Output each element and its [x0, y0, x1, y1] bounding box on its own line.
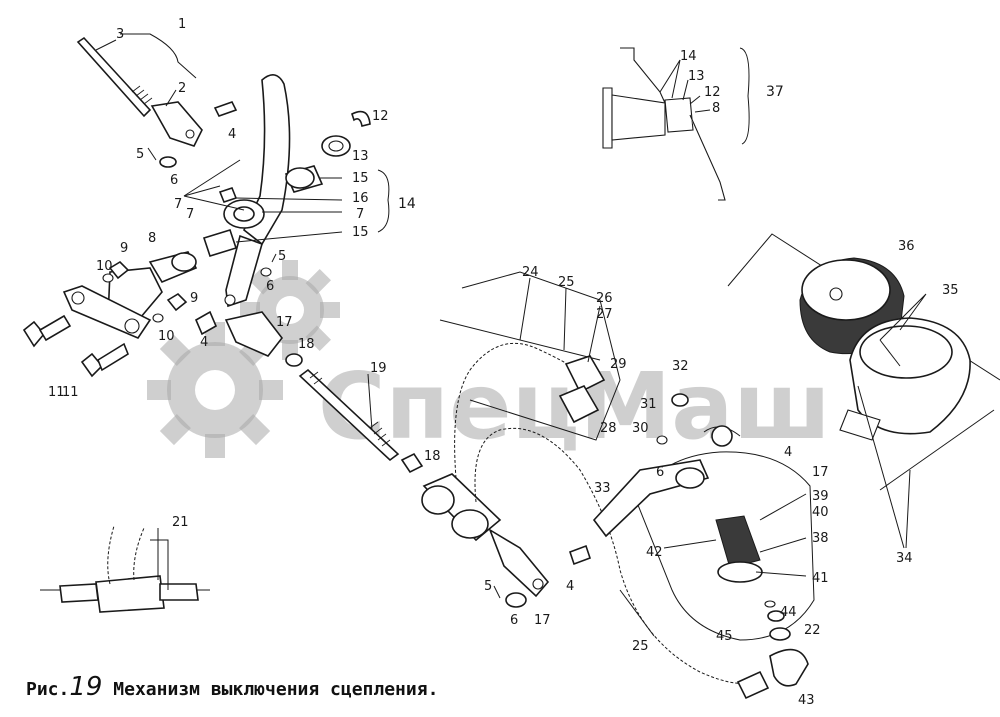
callout-label: 9 [190, 291, 198, 306]
callout-label: 7 [186, 207, 194, 222]
leader-lines [95, 33, 927, 637]
callout-label: 36 [898, 239, 915, 254]
callout-label: 17 [812, 465, 829, 480]
callout-label: 5 [136, 147, 144, 162]
callout-label: 29 [610, 357, 627, 372]
callout-label: 18 [424, 449, 441, 464]
callout-label: 12 [704, 85, 721, 100]
callout-label: 7 [174, 197, 182, 212]
callout-label: 14 [680, 49, 697, 64]
figure-prefix: Рис. [26, 679, 70, 700]
figure-title: Механизм выключения сцепления. [113, 679, 439, 700]
callout-label: 22 [804, 623, 821, 638]
callout-label: 6 [170, 173, 178, 188]
inset-label-21: 21 [172, 515, 189, 530]
callout-label: 15 [352, 225, 369, 240]
figure-caption: Рис.19 Механизм выключения сцепления. [26, 672, 438, 702]
callout-label: 25 [632, 639, 649, 654]
callout-label: 4 [784, 445, 792, 460]
callout-label: 1 [178, 17, 186, 32]
callout-label: 12 [372, 109, 389, 124]
callout-label: 19 [370, 361, 387, 376]
callout-label: 15 [352, 171, 369, 186]
callout-label: 39 [812, 489, 829, 504]
callout-label: 31 [640, 397, 657, 412]
inset-label-37: 37 [766, 84, 784, 100]
callout-label: 10 [158, 329, 175, 344]
callout-label: 43 [798, 693, 815, 708]
callout-label: 25 [558, 275, 575, 290]
callout-label: 32 [672, 359, 689, 374]
callout-label: 11 [48, 385, 65, 400]
callout-label: 8 [712, 101, 720, 116]
callout-label: 18 [298, 337, 315, 352]
callout-label: 14 [398, 196, 416, 212]
callout-label: 6 [656, 465, 664, 480]
inset-bracket-assembly [602, 47, 750, 201]
callout-label: 41 [812, 571, 829, 586]
callout-label: 27 [596, 307, 613, 322]
callout-label: 34 [896, 551, 913, 566]
callout-label: 11 [62, 385, 79, 400]
callout-label: 42 [646, 545, 663, 560]
callout-label: 17 [534, 613, 551, 628]
callout-label: 13 [688, 69, 705, 84]
callout-label: 26 [596, 291, 613, 306]
callout-label: 5 [484, 579, 492, 594]
callout-label: 9 [120, 241, 128, 256]
callout-label: 4 [228, 127, 236, 142]
callout-label: 8 [148, 231, 156, 246]
callout-label: 3 [116, 27, 124, 42]
callout-label: 6 [510, 613, 518, 628]
callout-label: 33 [594, 481, 611, 496]
callout-label: 5 [278, 249, 286, 264]
callout-label: 13 [352, 149, 369, 164]
callout-label: 45 [716, 629, 733, 644]
callout-label: 24 [522, 265, 539, 280]
callout-label: 4 [566, 579, 574, 594]
callout-label: 40 [812, 505, 829, 520]
figure-number: 19 [69, 672, 103, 702]
callout-label: 6 [266, 279, 274, 294]
callout-label: 10 [96, 259, 113, 274]
callout-label: 16 [352, 191, 369, 206]
pedal-group [22, 36, 424, 474]
callout-label: 2 [178, 81, 186, 96]
callout-label: 30 [632, 421, 649, 436]
master-cylinder-and-hoses [421, 271, 809, 700]
callout-label: 17 [276, 315, 293, 330]
callout-labels: 1 2 3 4 5 6 7 7 7 8 9 9 10 10 11 11 12 1… [48, 17, 959, 708]
callout-label: 7 [356, 207, 364, 222]
callout-label: 4 [200, 335, 208, 350]
reservoir-assembly [799, 257, 971, 441]
callout-label: 28 [600, 421, 617, 436]
callout-label: 38 [812, 531, 829, 546]
inset-hose-assembly [40, 525, 210, 613]
callout-label: 35 [942, 283, 959, 298]
callout-label: 44 [780, 605, 797, 620]
